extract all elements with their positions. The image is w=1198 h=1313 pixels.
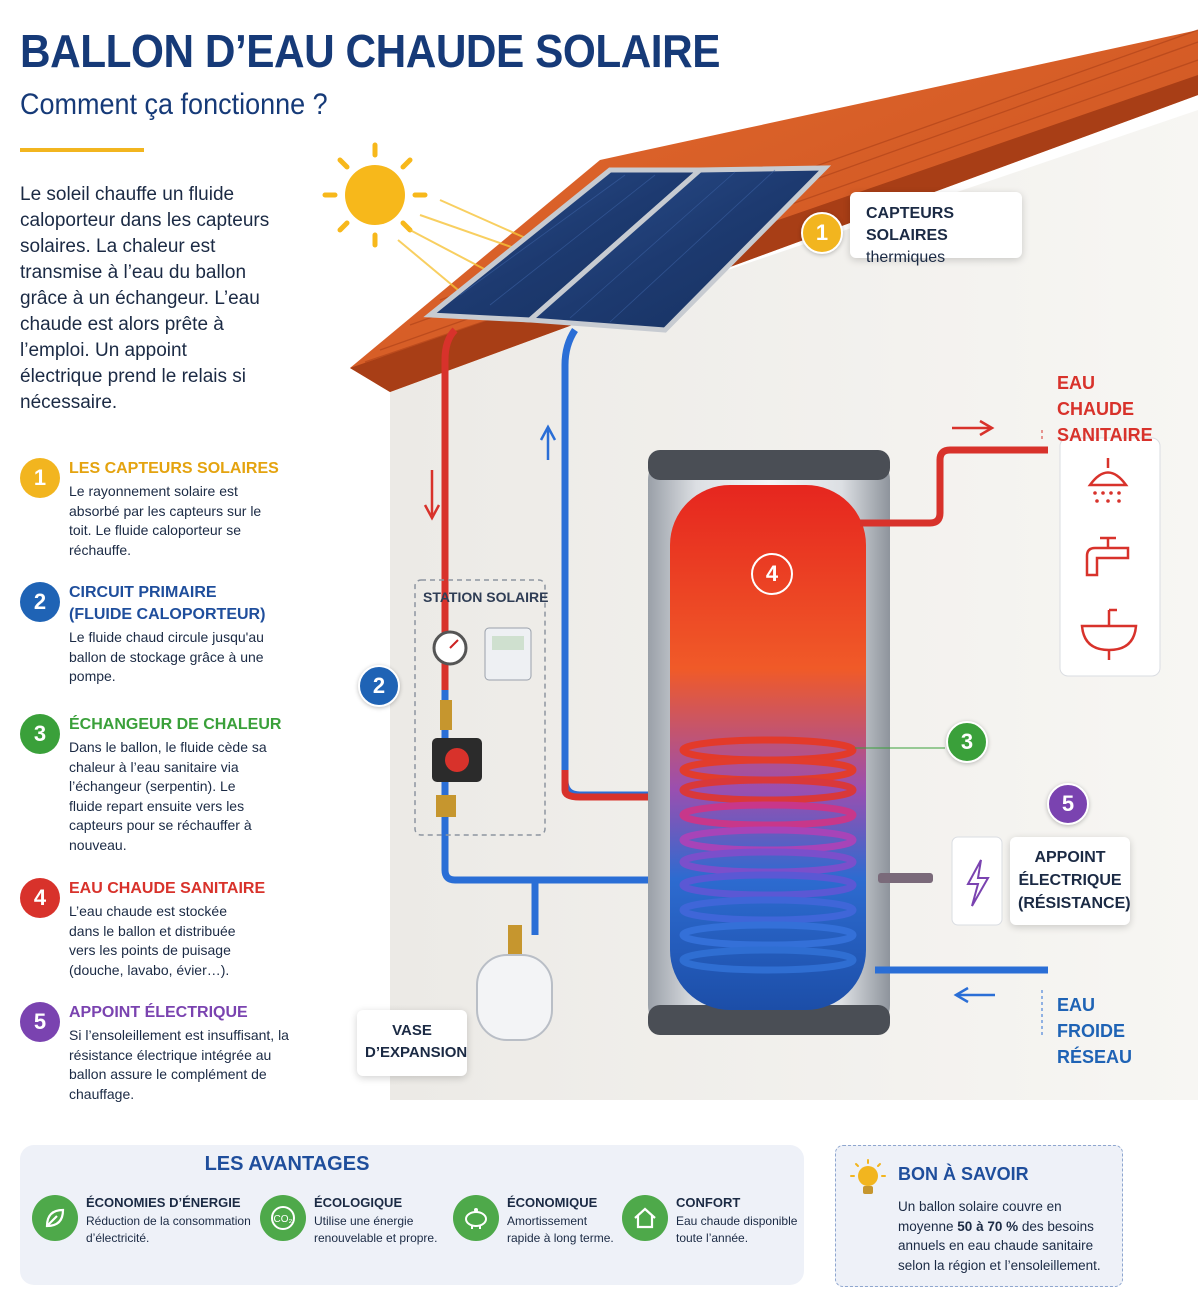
station-box [414,579,546,836]
co2-icon: CO₂ [260,1195,306,1241]
tip-title: BON À SAVOIR [898,1164,1029,1184]
sun-icon [322,142,531,301]
home-icon [622,1195,668,1241]
badge-3: 3 [946,721,988,763]
advantage-economy-title: ÉCONOMIQUE [507,1195,598,1210]
step-4-title: EAU CHAUDE SANITAIRE [69,880,266,897]
step-3-title: ÉCHANGEUR DE CHALEUR [69,716,282,733]
step-3-number: 3 [20,714,60,754]
lightning-icon [966,859,990,907]
shower-icon [1087,458,1129,487]
badge-5: 5 [1047,783,1089,825]
station-label: STATION SOLAIRE [423,589,549,605]
sink-icon [1080,608,1138,660]
arrow-hot-right [952,419,995,437]
arrow-cold-left [953,986,995,1004]
eau-froide-label: EAU FROIDE RÉSEAU [1057,995,1133,1067]
piggy-bank-icon [453,1195,499,1241]
tip-box: BON À SAVOIR Un ballon solaire couvre en… [835,1145,1123,1287]
step-2-number: 2 [20,582,60,622]
lightbulb-icon [850,1159,886,1194]
tip-text-start: Un ballon solaire couvre en moyenne [898,1199,1062,1234]
tip-text: Un ballon solaire couvre en moyenne 50 à… [898,1197,1118,1275]
capteurs-title: CAPTEURS SOLAIRES [866,205,955,244]
step-3: 3 ÉCHANGEUR DE CHALEUR Dans le ballon, l… [20,714,310,859]
advantage-energy-title: ÉCONOMIES D’ÉNERGIE [86,1195,241,1210]
step-1-title: LES CAPTEURS SOLAIRES [69,460,279,477]
step-5: 5 APPOINT ÉLECTRIQUE Si l’ensoleillement… [20,1002,310,1107]
leaf-icon [32,1195,78,1241]
hot-water-outlet [860,446,1048,527]
step-5-number: 5 [20,1002,60,1042]
advantage-economy-text: Amortissement rapide à long terme. [507,1214,614,1245]
advantages-box: LES AVANTAGES ÉCONOMIES D’ÉNERGIE Réduct… [20,1145,804,1285]
advantage-ecology-text: Utilise une énergie renouvelable et prop… [314,1214,438,1245]
step-5-body: Si l’ensoleillement est insuffisant, la … [69,1027,289,1102]
badge-1: 1 [801,212,843,254]
step-3-body: Dans le ballon, le fluide cède sa chaleu… [69,739,267,853]
advantages-title: LES AVANTAGES [204,1153,370,1175]
step-2-title: CIRCUIT PRIMAIRE (FLUIDE CALOPORTEUR) [69,584,266,623]
vase-callout: VASE D’EXPANSION [357,1010,467,1076]
solar-panels [423,165,832,333]
capteurs-callout: CAPTEURS SOLAIRES thermiques [850,192,1022,266]
appoint-callout: APPOINT ÉLECTRIQUE (RÉSISTANCE) [1010,837,1131,925]
capteurs-subtitle: thermiques [866,249,946,266]
advantage-energy-text: Réduction de la consommation d’électrici… [86,1214,251,1245]
page-title: BALLON D’EAU CHAUDE SOLAIRE [20,25,720,77]
advantage-ecology-title: ÉCOLOGIQUE [314,1195,403,1210]
flow-arrow-up [539,424,557,460]
page-subtitle: Comment ça fonctionne ? [20,88,328,121]
step-4: 4 EAU CHAUDE SANITAIRE L’eau chaude est … [20,878,310,983]
title-underline [20,148,144,152]
heat-exchanger-coil [679,736,857,974]
faucet-icon [1085,536,1130,577]
advantage-comfort-text: Eau chaude disponible toute l’année. [676,1214,798,1245]
step-1: 1 LES CAPTEURS SOLAIRES Le rayonnement s… [20,458,310,568]
badge-4: 4 [751,553,793,595]
svg-text:CO₂: CO₂ [274,1214,293,1225]
step-2-body: Le fluide chaud circule jusqu'au ballon … [69,629,264,684]
tip-text-end: des besoins annuels en eau chaude sanita… [898,1218,1101,1273]
advantage-comfort-title: CONFORT [676,1195,741,1210]
hot-pipe-primary [441,327,458,700]
step-2: 2 CIRCUIT PRIMAIRE (FLUIDE CALOPORTEUR) … [20,582,310,692]
eau-chaude-label: EAU CHAUDE SANITAIRE [1057,373,1153,445]
step-4-body: L’eau chaude est stockée dans le ballon … [69,903,236,978]
step-4-number: 4 [20,878,60,918]
step-1-body: Le rayonnement solaire est absorbé par l… [69,483,262,558]
step-1-number: 1 [20,458,60,498]
intro-paragraph: Le soleil chauffe un fluide caloporteur … [20,184,270,413]
tip-text-bold: 50 à 70 % [957,1218,1019,1234]
step-5-title: APPOINT ÉLECTRIQUE [69,1004,248,1021]
badge-2: 2 [358,665,400,707]
expansion-vessel [476,925,553,1041]
flow-arrow-down [423,470,441,521]
